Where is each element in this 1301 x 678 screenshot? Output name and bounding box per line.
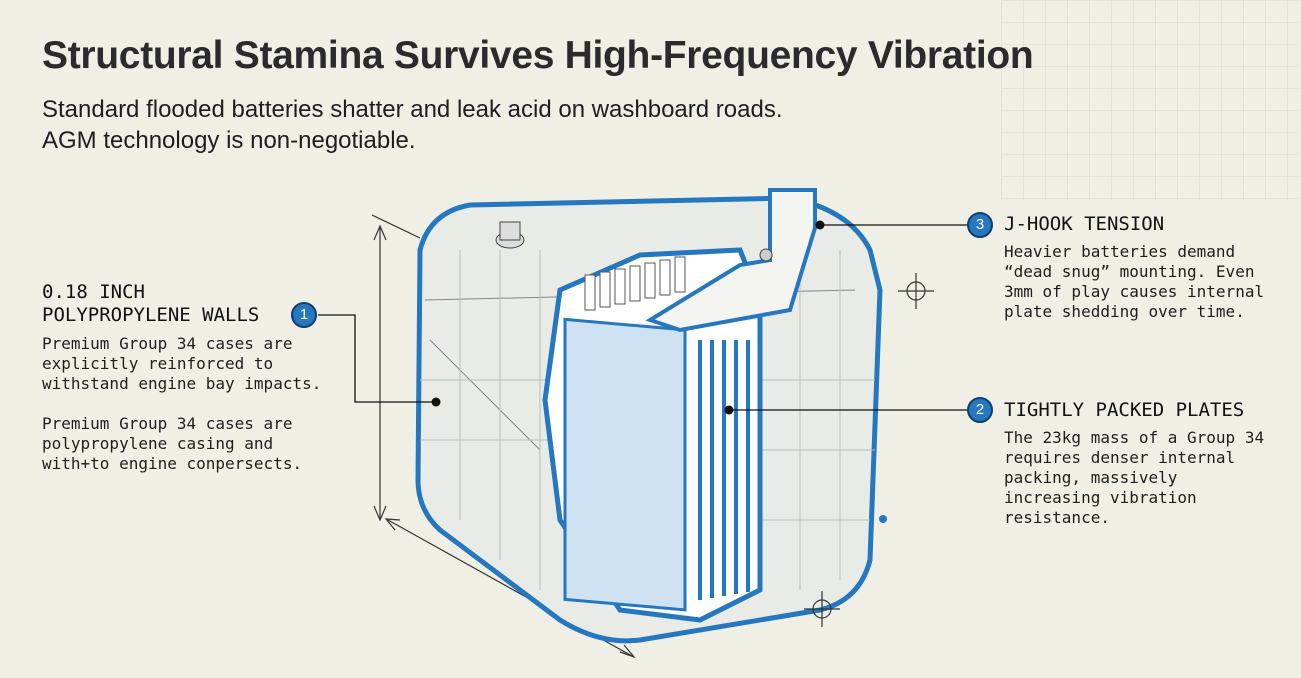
background-grid	[1001, 0, 1301, 200]
leader-line-1	[318, 314, 436, 403]
callout-badge-2: 2	[967, 397, 993, 423]
callout-tightly-packed-plates: TIGHTLY PACKED PLATES The 23kg mass of a…	[1004, 399, 1294, 528]
subtitle: Standard flooded batteries shatter and l…	[42, 94, 942, 156]
callout-badge-1: 1	[291, 302, 317, 328]
callout-j-hook-tension: J-HOOK TENSION Heavier batteries demand“…	[1004, 213, 1294, 322]
page-title: Structural Stamina Survives High-Frequen…	[42, 34, 1034, 77]
subtitle-line-2: AGM technology is non-negotiable.	[42, 127, 416, 154]
crosshair-icon	[898, 273, 934, 309]
callout-body: Heavier batteries demand“dead snug” moun…	[1004, 242, 1265, 321]
crosshair-icon	[804, 591, 840, 627]
plates-cutaway	[542, 247, 763, 623]
j-hook	[645, 188, 817, 333]
subtitle-line-1: Standard flooded batteries shatter and l…	[42, 96, 783, 123]
callout-title: J-HOOK TENSION	[1004, 213, 1165, 235]
callout-badge-3: 3	[967, 212, 993, 238]
callout-title: TIGHTLY PACKED PLATES	[1004, 399, 1245, 421]
